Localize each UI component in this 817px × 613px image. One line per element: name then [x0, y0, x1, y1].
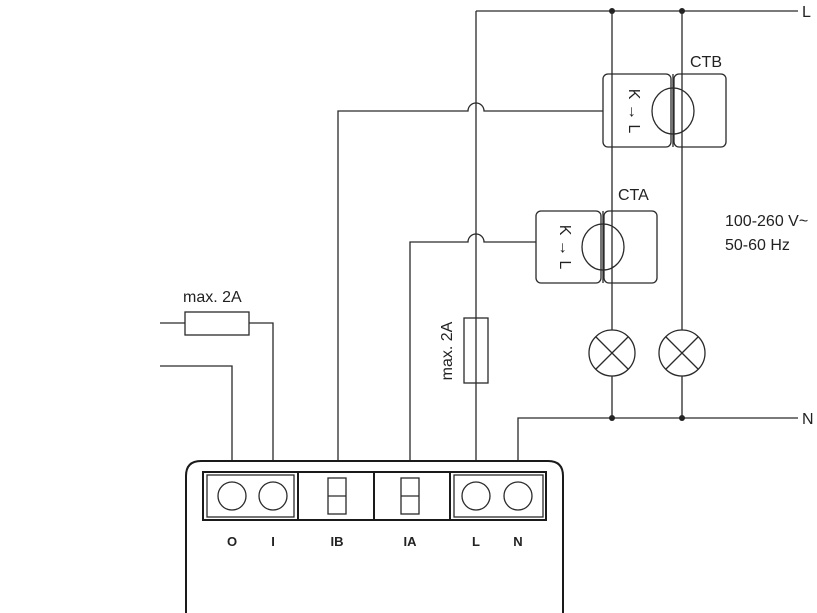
fuse-left	[184, 311, 250, 336]
terminal-block	[202, 471, 547, 521]
cta-arrow-label: K → L	[556, 225, 573, 270]
terminal-n	[503, 481, 533, 511]
terminal-label-ia: IA	[404, 534, 418, 549]
cta-label: CTA	[618, 187, 649, 204]
terminal-ia	[400, 477, 420, 515]
line-l-label: L	[802, 4, 811, 21]
terminal-ib	[327, 477, 347, 515]
line-l	[475, 10, 798, 461]
ctb-label: CTB	[690, 54, 722, 71]
device-body	[185, 460, 564, 613]
terminal-l	[461, 481, 491, 511]
terminal-label-n: N	[513, 534, 522, 549]
line-n-label: N	[802, 411, 814, 428]
fuse-left-label: max. 2A	[183, 289, 242, 306]
terminal-i	[258, 481, 288, 511]
terminal-o	[217, 481, 247, 511]
fuse-center	[463, 317, 489, 384]
cta-transformer	[535, 210, 658, 284]
supply-voltage: 100-260 V~	[725, 213, 808, 230]
input-wire	[160, 322, 274, 461]
line-n	[517, 417, 798, 461]
ctb-arrow-label: K → L	[625, 89, 642, 134]
terminal-label-ib: IB	[331, 534, 344, 549]
output-wire	[160, 365, 233, 461]
supply-frequency: 50-60 Hz	[725, 237, 790, 254]
ctb-transformer	[602, 73, 727, 148]
terminal-label-o: O	[227, 534, 237, 549]
lamp-a	[658, 329, 706, 377]
lamp-b	[588, 329, 636, 377]
cta-secondary-wire	[409, 233, 536, 461]
ctb-secondary-wire	[337, 102, 603, 461]
terminal-label-i: I	[271, 534, 275, 549]
terminal-label-l: L	[472, 534, 480, 549]
fuse-center-label: max. 2A	[439, 321, 456, 380]
